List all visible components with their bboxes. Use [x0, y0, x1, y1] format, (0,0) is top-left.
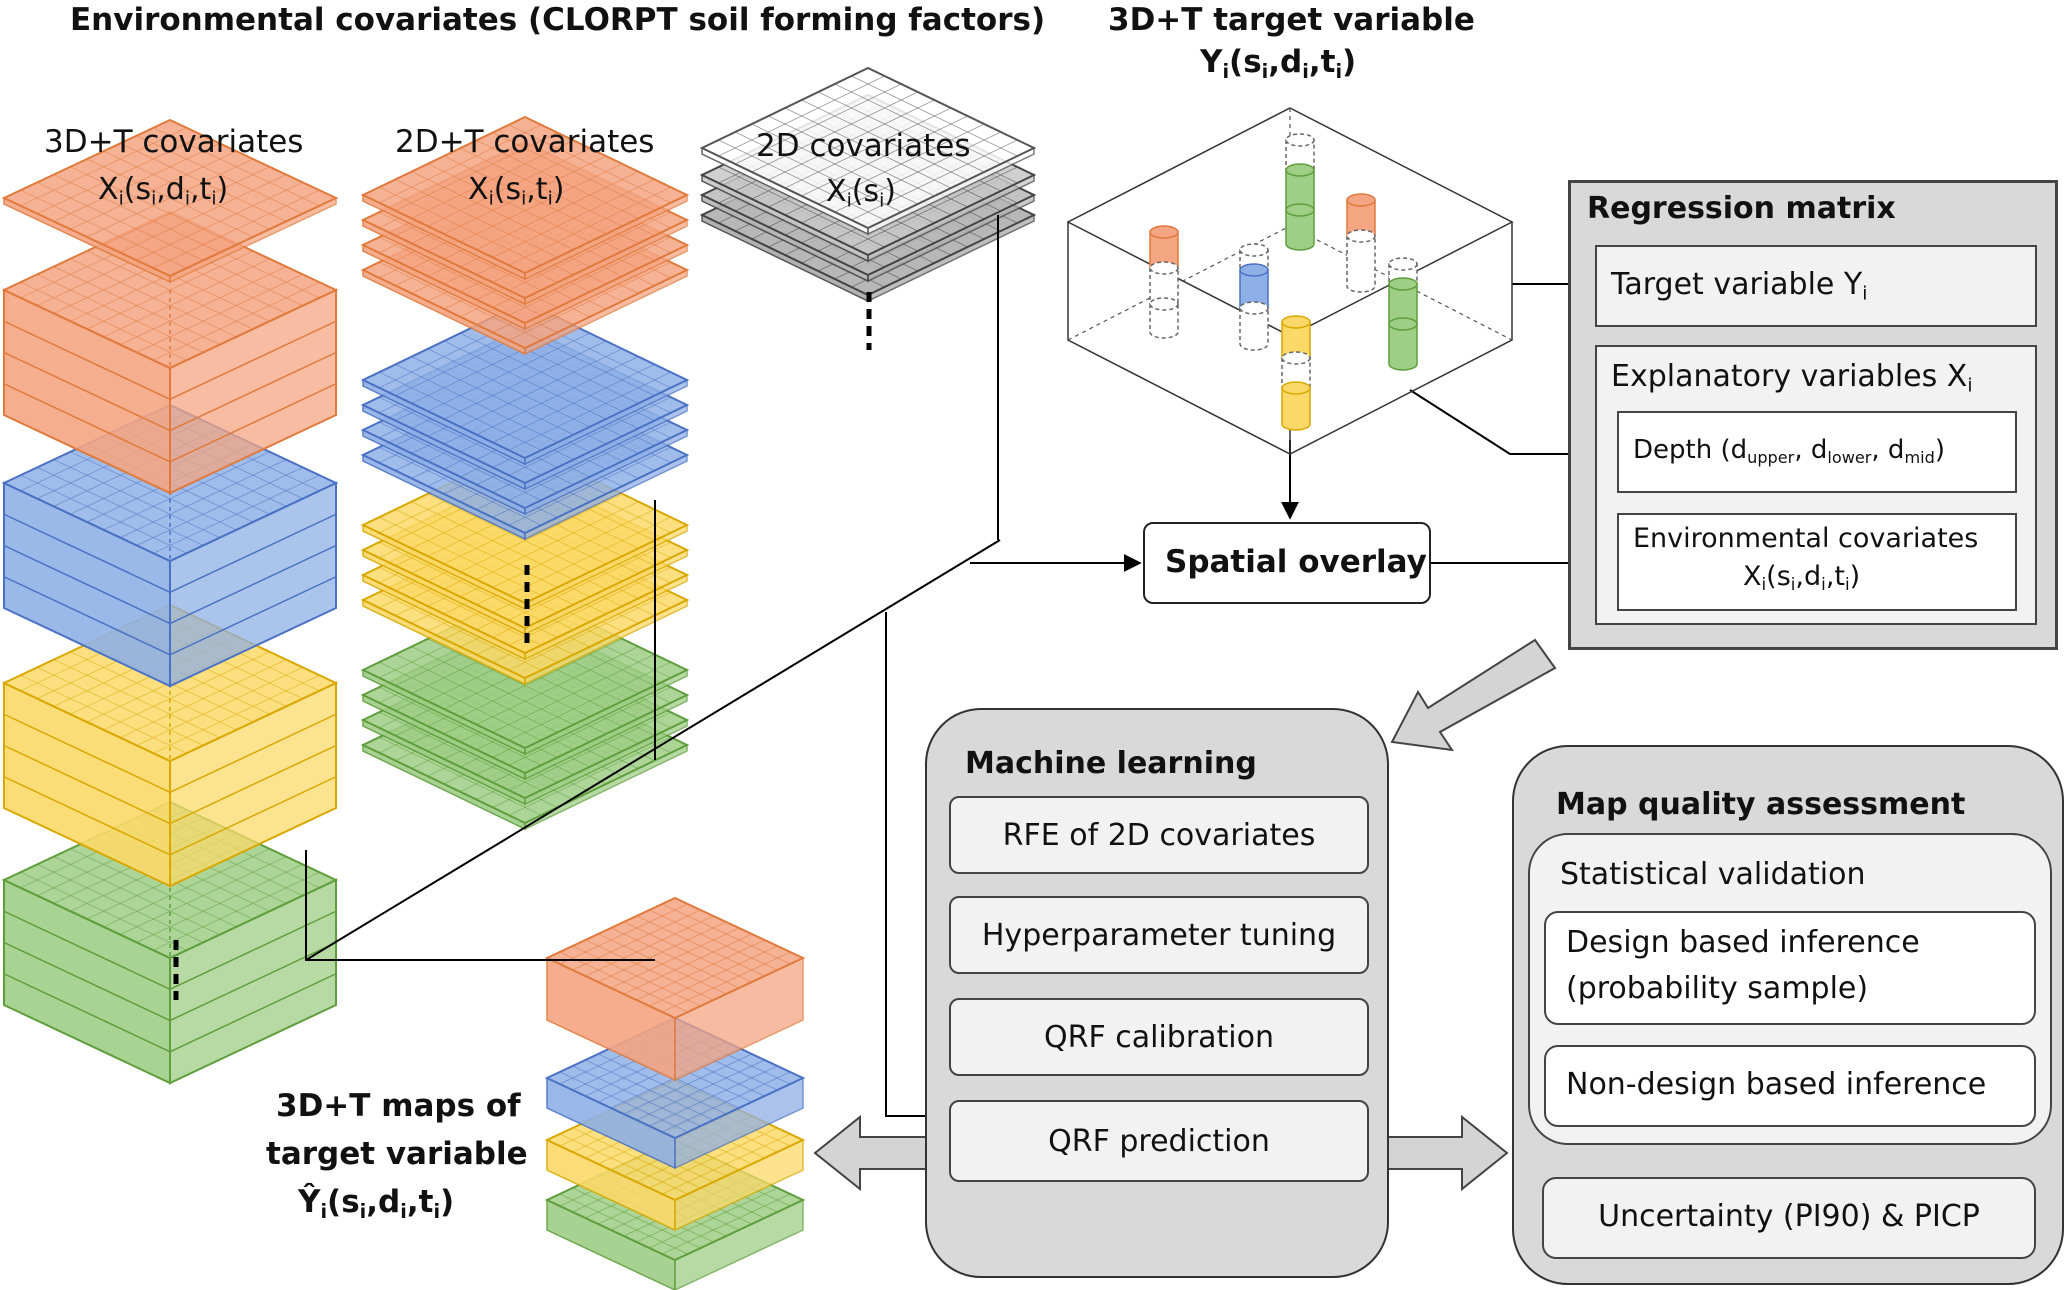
connector-diagonal: [305, 539, 1001, 961]
machine-learning-panel: Machine learning RFE of 2D covariates Hy…: [925, 708, 1389, 1278]
formula-3dt-covariates: Xi(si,di,ti): [98, 172, 229, 210]
spatial-overlay-label: Spatial overlay: [1165, 544, 1427, 580]
non-design-based-box: Non-design based inference: [1544, 1045, 2036, 1127]
design-based-box: Design based inference (probability samp…: [1544, 911, 2036, 1025]
target-variable-title: 3D+T target variable: [1108, 2, 1475, 38]
ml-step-rfe: RFE of 2D covariates: [949, 796, 1369, 874]
layer-2dt-blue-3: [360, 300, 690, 466]
layer-3dt-orange-top: [1, 118, 339, 284]
ml-step-rfe-label: RFE of 2D covariates: [1002, 818, 1316, 853]
depth-label: Depth (dupper, dlower, dmid): [1633, 435, 1946, 467]
explanatory-variables-label: Explanatory variables Xi: [1611, 359, 1973, 397]
label-2d-covariates: 2D covariates: [756, 128, 971, 164]
spatial-overlay-box: Spatial overlay: [1143, 522, 1431, 604]
sample-cylinder-4: [1239, 243, 1269, 351]
layer-2d-white-top: [699, 66, 1037, 236]
regression-matrix-panel: Regression matrix Target variable Yi Exp…: [1568, 180, 2058, 650]
environmental-covariates-box: Environmental covariates Xi(si,di,ti): [1617, 513, 2017, 611]
machine-learning-title: Machine learning: [965, 746, 1257, 781]
target-variable-label: Target variable Yi: [1611, 267, 1868, 305]
design-based-line1: Design based inference: [1566, 925, 1920, 960]
sample-cylinder-1: [1285, 133, 1315, 251]
sample-cylinder-2: [1346, 193, 1376, 293]
block-arrow-ml-to-quality: [1381, 1114, 1509, 1192]
label-3dt-covariates: 3D+T covariates: [44, 124, 304, 160]
environmental-covariates-formula: Xi(si,di,ti): [1743, 561, 1861, 595]
ml-step-qrf-prediction-label: QRF prediction: [1048, 1124, 1270, 1159]
depth-box: Depth (dupper, dlower, dmid): [1617, 411, 2017, 493]
maps-label-line2: target variable: [266, 1136, 528, 1172]
target-variable-box: Target variable Yi: [1595, 245, 2037, 327]
sample-cylinder-5: [1388, 257, 1418, 371]
ml-step-hyperparameter-label: Hyperparameter tuning: [981, 918, 1337, 953]
formula-2d-covariates: Xi(si): [826, 174, 896, 212]
label-2dt-covariates: 2D+T covariates: [395, 124, 655, 160]
non-design-based-label: Non-design based inference: [1566, 1067, 1987, 1102]
map-layer-orange: [544, 896, 806, 1082]
explanatory-variables-box: Explanatory variables Xi Depth (dupper, …: [1595, 345, 2037, 625]
design-based-line2: (probability sample): [1566, 971, 1869, 1006]
connector-lines: [173, 215, 1616, 1192]
uncertainty-box: Uncertainty (PI90) & PICP: [1542, 1177, 2036, 1259]
sample-cylinder-6: [1281, 315, 1311, 431]
statistical-validation-label: Statistical validation: [1560, 857, 1866, 892]
maps-label-formula: Ŷi(si,di,ti): [298, 1184, 455, 1223]
uncertainty-label: Uncertainty (PI90) & PICP: [1598, 1199, 1980, 1234]
statistical-validation-box: Statistical validation Design based infe…: [1528, 833, 2052, 1145]
regression-matrix-title: Regression matrix: [1587, 191, 1896, 226]
target-variable-3d-box: [1066, 107, 1514, 455]
layer-3dt-orange: [1, 210, 339, 495]
layer-2dt-orange-3: [360, 115, 690, 281]
block-arrow-ml-to-maps: [813, 1114, 941, 1192]
environmental-covariates-label: Environmental covariates: [1633, 523, 1979, 554]
environmental-covariates-title: Environmental covariates (CLORPT soil fo…: [70, 2, 1046, 38]
sample-cylinder-3: [1149, 225, 1179, 339]
map-quality-title: Map quality assessment: [1556, 787, 1966, 822]
ml-step-qrf-calibration-label: QRF calibration: [1043, 1020, 1275, 1055]
ml-step-qrf-prediction: QRF prediction: [949, 1100, 1369, 1182]
target-variable-formula: Yi(si,di,ti): [1200, 44, 1357, 83]
ml-step-qrf-calibration: QRF calibration: [949, 998, 1369, 1076]
block-arrow-regression-to-ml: [1390, 638, 1557, 752]
maps-label-line1: 3D+T maps of: [276, 1088, 521, 1124]
map-quality-panel: Map quality assessment Statistical valid…: [1512, 745, 2064, 1285]
ml-step-hyperparameter: Hyperparameter tuning: [949, 896, 1369, 974]
formula-2dt-covariates: Xi(si,ti): [468, 172, 565, 210]
